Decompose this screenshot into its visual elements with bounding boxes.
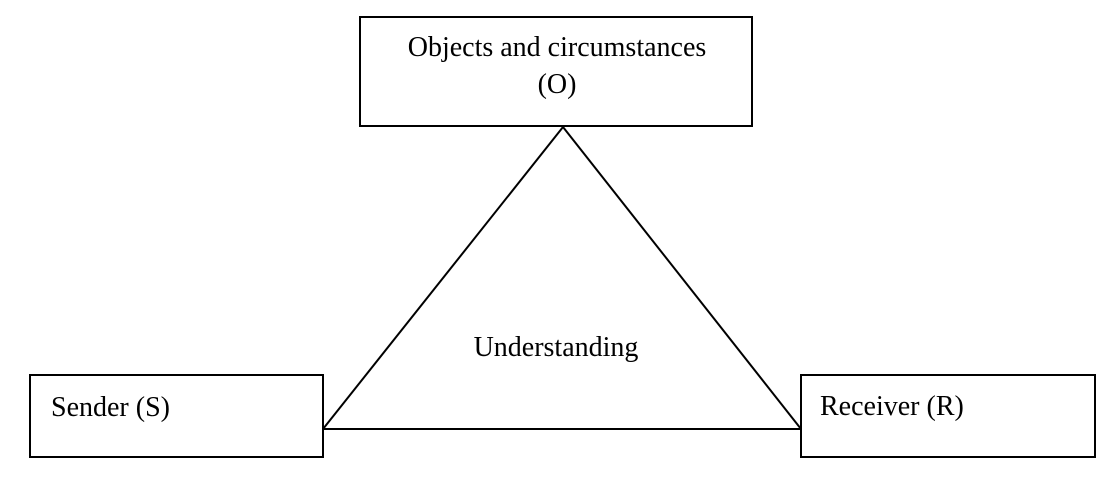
edge-objects-to-receiver bbox=[562, 126, 802, 430]
objects-box bbox=[359, 16, 753, 127]
objects-label-line2: (O) bbox=[538, 69, 577, 100]
edge-objects-to-sender bbox=[322, 126, 564, 430]
receiver-node: Receiver (R) bbox=[800, 374, 1096, 458]
sender-box bbox=[29, 374, 324, 458]
receiver-box bbox=[800, 374, 1096, 458]
objects-label-line1: Objects and circumstances bbox=[408, 32, 707, 63]
sender-node: Sender (S) bbox=[29, 374, 324, 458]
understanding-label: Understanding bbox=[474, 332, 639, 363]
receiver-label: Receiver (R) bbox=[820, 391, 964, 422]
sender-label: Sender (S) bbox=[51, 392, 170, 423]
objects-node: Objects and circumstances (O) bbox=[359, 16, 753, 127]
